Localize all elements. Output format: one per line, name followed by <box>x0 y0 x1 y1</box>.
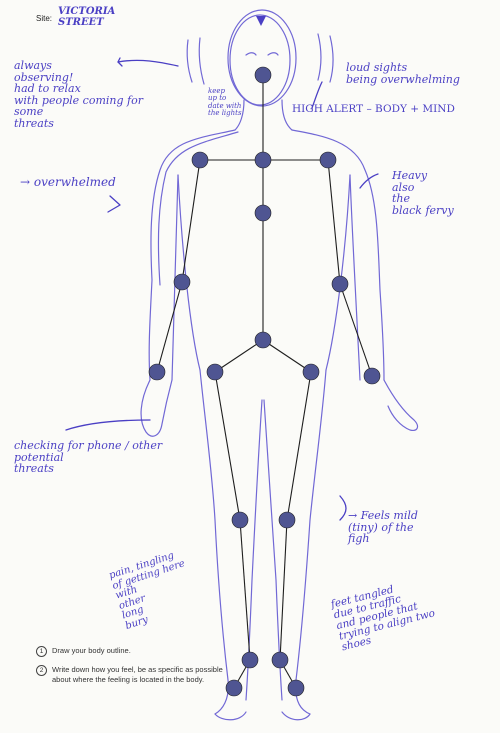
circle-marker-icon <box>242 652 258 668</box>
circle-marker-icon <box>272 652 288 668</box>
instruction-text: Draw your body outline. <box>52 646 131 656</box>
circle-marker-icon <box>232 512 248 528</box>
instruction-item: 1 Draw your body outline. <box>36 646 236 657</box>
annotation-keep-pitch: keep up to date with the lights <box>208 88 264 117</box>
site-value: VICTORIA STREET <box>58 7 115 28</box>
instruction-number: 2 <box>36 665 47 676</box>
annotation-high-alert: HIGH ALERT – BODY + MIND <box>292 104 455 115</box>
circle-marker-icon <box>174 274 190 290</box>
instruction-item: 2 Write down how you feel, be as specifi… <box>36 665 236 685</box>
circle-marker-icon <box>279 512 295 528</box>
circle-marker-icon <box>303 364 319 380</box>
circle-marker-icon <box>288 680 304 696</box>
annotation-checking-phone: checking for phone / other potential thr… <box>14 440 164 475</box>
circle-marker-icon <box>255 67 271 83</box>
circle-marker-icon <box>207 364 223 380</box>
annotation-loud-sights: loud sights being overwhelming <box>346 62 486 85</box>
circle-marker-icon <box>192 152 208 168</box>
circle-marker-icon <box>332 276 348 292</box>
annotation-overwhelmed: → overwhelmed <box>20 176 116 189</box>
circle-marker-icon <box>364 368 380 384</box>
instruction-text: Write down how you feel, be as specific … <box>52 665 236 685</box>
annotation-feels-mild: → Feels mild (tiny) of the figh <box>348 510 488 545</box>
annotation-heavy-shoulders: Heavy also the black fervy <box>392 170 482 216</box>
instruction-number: 1 <box>36 646 47 657</box>
circle-marker-icon <box>149 364 165 380</box>
instructions: 1 Draw your body outline. 2 Write down h… <box>36 646 236 693</box>
site-label-text: Site: <box>36 14 52 23</box>
circle-marker-icon <box>255 332 271 348</box>
circle-marker-icon <box>320 152 336 168</box>
annotation-always-observing: always observing! had to relax with peop… <box>14 60 164 129</box>
site-label: Site: <box>36 14 52 23</box>
circle-marker-icon <box>255 205 271 221</box>
circle-marker-icon <box>255 152 271 168</box>
